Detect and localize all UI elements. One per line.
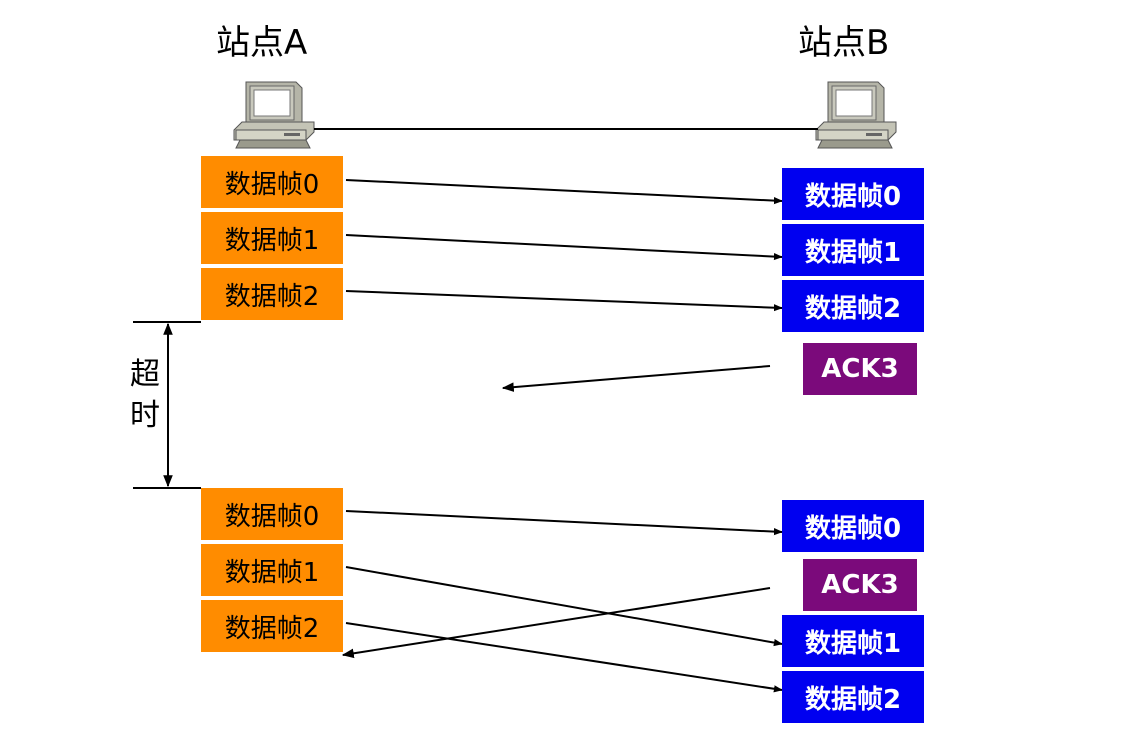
- receiver-frame-2: 数据帧2: [782, 280, 924, 332]
- ack-box-2: ACK3: [803, 559, 917, 611]
- sender-frame-1-resend: 数据帧1: [201, 544, 343, 596]
- sender-frame-0: 数据帧0: [201, 156, 343, 208]
- receiver-frame-0: 数据帧0: [782, 168, 924, 220]
- sender-frame-2: 数据帧2: [201, 268, 343, 320]
- timeout-marker: [133, 321, 201, 489]
- receiver-frame-2-resend: 数据帧2: [782, 671, 924, 723]
- arrow-frame0-resend: [345, 510, 783, 536]
- station-a-label: 站点A: [216, 23, 308, 63]
- receiver-frame-0-resend: 数据帧0: [782, 500, 924, 552]
- computer-a-icon: [233, 81, 315, 149]
- arrow-ack-received: [341, 587, 771, 659]
- receiver-frame-1: 数据帧1: [782, 224, 924, 276]
- sender-frame-0-resend: 数据帧0: [201, 488, 343, 540]
- receiver-frame-1-resend: 数据帧1: [782, 615, 924, 667]
- ack-box-1: ACK3: [803, 343, 917, 395]
- sender-frame-1: 数据帧1: [201, 212, 343, 264]
- arrow-frame0: [345, 179, 783, 205]
- timeout-char-2: 时: [130, 397, 160, 433]
- arrow-frame1: [345, 234, 783, 261]
- arrow-ack-lost: [501, 365, 771, 392]
- arrow-frame2-resend: [345, 622, 783, 693]
- arrow-frame1-resend: [345, 566, 783, 647]
- station-b-label: 站点B: [798, 23, 890, 63]
- timeout-label: 超 时: [125, 355, 165, 436]
- computer-b-icon: [815, 81, 897, 149]
- arrow-frame2: [345, 290, 783, 312]
- timeout-char-1: 超: [130, 357, 160, 392]
- sender-frame-2-resend: 数据帧2: [201, 600, 343, 652]
